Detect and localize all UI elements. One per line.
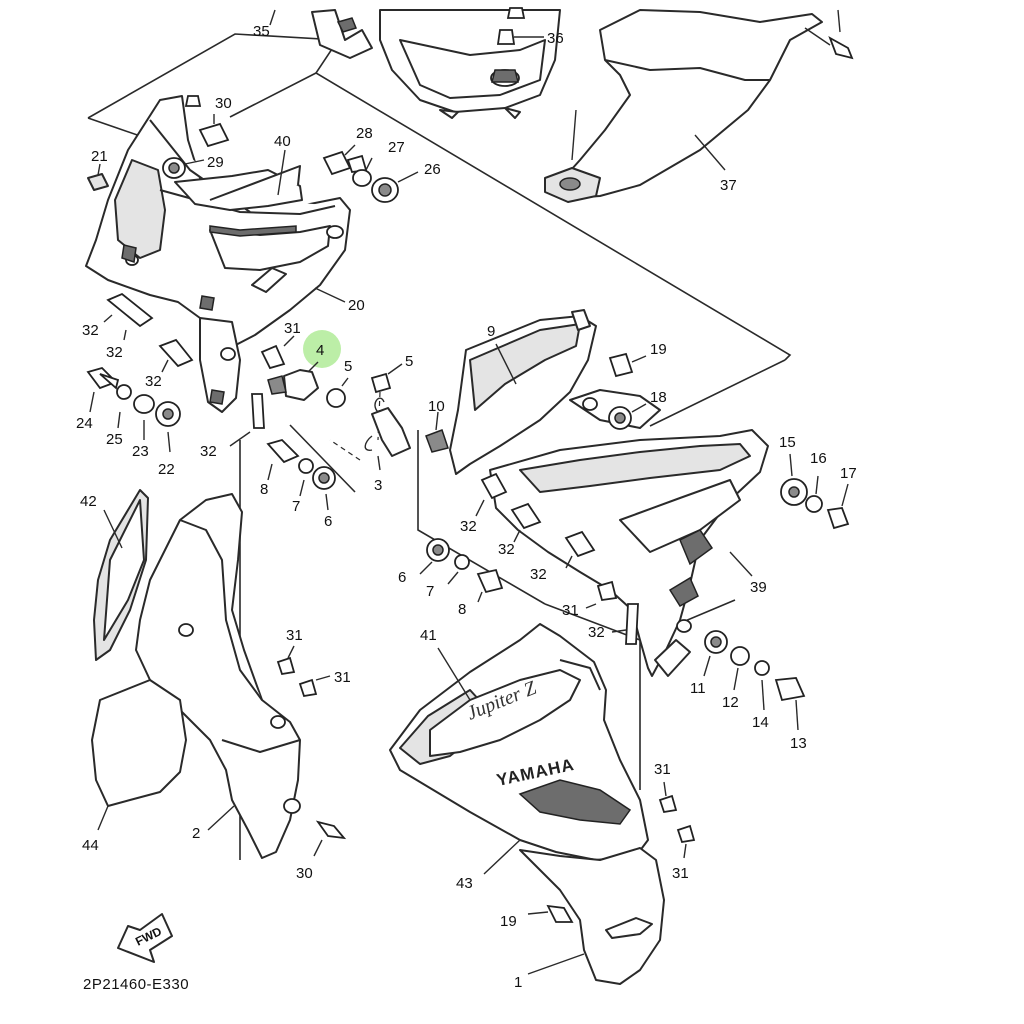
bolt-19-lower (527, 904, 574, 923)
callout-3: 3 (374, 477, 382, 494)
callout-2: 2 (192, 825, 200, 842)
part-inner-panel-top (379, 9, 561, 119)
part-shield-40 (174, 149, 303, 237)
callout-44: 44 (82, 837, 99, 854)
part-front-lower-1 (519, 847, 665, 985)
callout-7: 7 (292, 498, 300, 515)
hardware-8-7-6-a (266, 438, 336, 511)
callout-31: 31 (286, 627, 303, 644)
callout-42: 42 (80, 493, 97, 510)
callout-35: 35 (253, 23, 270, 40)
part-inner-bracket-20b (199, 317, 241, 413)
callout-32: 32 (460, 518, 477, 535)
hardware-6-7-8-b (419, 538, 504, 603)
hardware-19-18-right (608, 352, 647, 430)
part-upper-cover-35 (269, 9, 373, 59)
callout-28: 28 (356, 125, 373, 142)
bolt-30-lower (313, 820, 347, 857)
clips-32-upper (103, 292, 194, 373)
callout-25: 25 (106, 431, 123, 448)
callout-27: 27 (388, 139, 405, 156)
callout-31: 31 (284, 320, 301, 337)
clips-32-middle (475, 472, 596, 569)
callout-32: 32 (530, 566, 547, 583)
hardware-24-25-23-22 (86, 366, 181, 453)
part-mudguard-44 (91, 679, 187, 831)
callout-31: 31 (654, 761, 671, 778)
callout-32: 32 (200, 443, 217, 460)
hardware-28-27-26 (322, 144, 419, 203)
callout-31: 31 (562, 602, 579, 619)
callout-17: 17 (840, 465, 857, 482)
callout-36: 36 (547, 30, 564, 47)
callout-32: 32 (498, 541, 515, 558)
bracket-4-assembly (229, 335, 349, 447)
callout-labels: 35 36 30 40 28 27 26 21 29 37 20 32 32 3… (76, 23, 857, 991)
callout-21: 21 (91, 148, 108, 165)
callout-9: 9 (487, 323, 495, 340)
part-front-panel-9 (449, 309, 597, 475)
callout-32: 32 (82, 322, 99, 339)
callout-26: 26 (424, 161, 441, 178)
callout-32: 32 (145, 373, 162, 390)
callout-32: 32 (588, 624, 605, 641)
part-lower-cover-41-43 (389, 623, 649, 875)
callout-23: 23 (132, 443, 149, 460)
part-front-cover-2 (135, 493, 301, 859)
callout-31: 31 (334, 669, 351, 686)
callout-19: 19 (500, 913, 517, 930)
callout-13: 13 (790, 735, 807, 752)
callout-20: 20 (348, 297, 365, 314)
callout-30: 30 (296, 865, 313, 882)
part-inner-frame-20 (85, 95, 351, 349)
diagram-code: 2P21460-E330 (83, 976, 189, 993)
clips-31-left-lower (276, 645, 331, 698)
callout-39: 39 (750, 579, 767, 596)
callout-12: 12 (722, 694, 739, 711)
callout-1: 1 (514, 974, 522, 991)
fastener-21 (87, 163, 109, 191)
callout-11: 11 (690, 680, 706, 697)
callout-32: 32 (106, 344, 123, 361)
hardware-11-12-14-13 (703, 630, 806, 731)
highlight-marker (303, 330, 341, 368)
callout-8: 8 (260, 481, 268, 498)
callout-37: 37 (720, 177, 737, 194)
callout-40: 40 (274, 133, 291, 150)
clips-31-right-lower (658, 781, 696, 859)
callout-31: 31 (672, 865, 689, 882)
part-side-panel-42 (93, 489, 149, 661)
callout-5: 5 (344, 358, 352, 375)
callout-30: 30 (215, 95, 232, 112)
callout-7: 7 (426, 583, 434, 600)
callout-6: 6 (324, 513, 332, 530)
latch-parts (329, 363, 449, 471)
callout-14: 14 (752, 714, 769, 731)
callout-4: 4 (316, 342, 324, 359)
part-front-panel-39 (489, 389, 769, 677)
callout-16: 16 (810, 450, 827, 467)
part-side-cover-37 (544, 9, 823, 203)
grommet-29 (162, 157, 205, 179)
callout-41: 41 (420, 627, 437, 644)
bolt-38-top (804, 9, 854, 60)
bolt-36 (496, 7, 544, 45)
callout-6: 6 (398, 569, 406, 586)
callout-29: 29 (207, 154, 224, 171)
callout-15: 15 (779, 434, 796, 451)
callout-43: 43 (456, 875, 473, 892)
bolt-30-top (184, 95, 230, 148)
hardware-15-16-17 (780, 453, 850, 530)
callout-5: 5 (405, 353, 413, 370)
callout-24: 24 (76, 415, 93, 432)
callout-10: 10 (428, 398, 445, 415)
callout-18: 18 (650, 389, 667, 406)
callout-8: 8 (458, 601, 466, 618)
callout-22: 22 (158, 461, 175, 478)
callout-19: 19 (650, 341, 667, 358)
fwd-arrow-icon: FWD (117, 913, 173, 963)
clips-31-32-right (585, 580, 639, 645)
